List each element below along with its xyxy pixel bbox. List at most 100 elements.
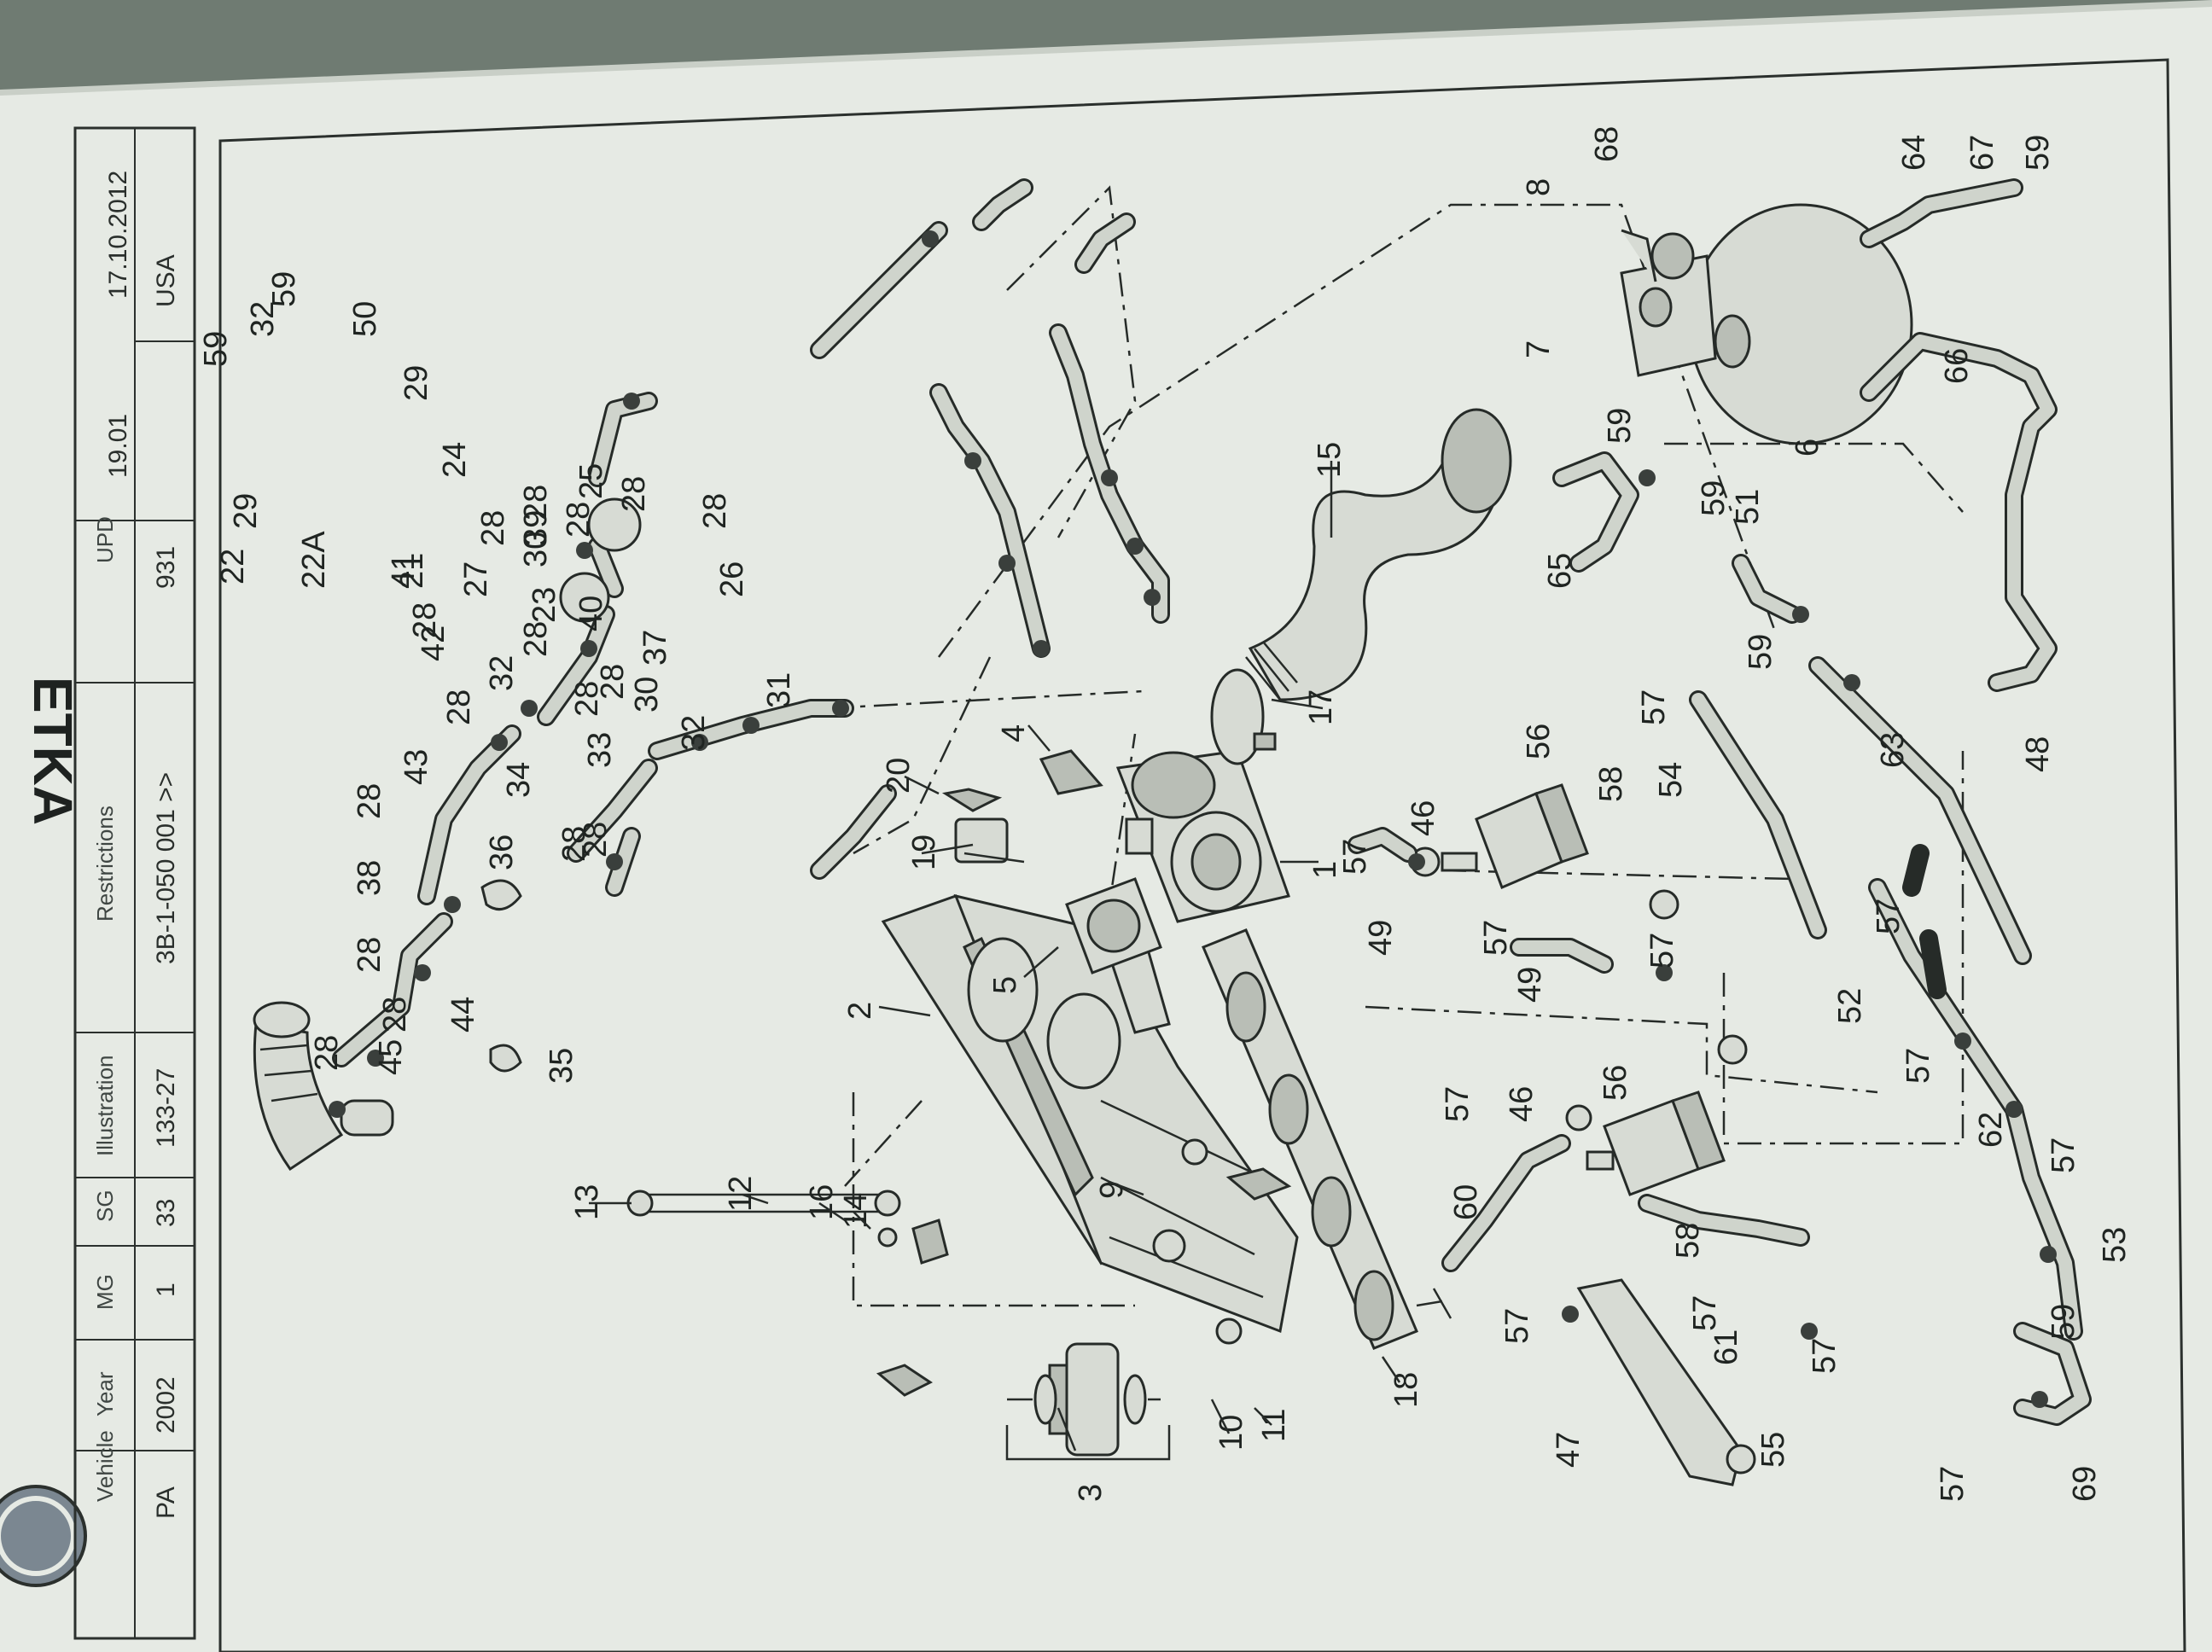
callout-28-g: 28 [561, 502, 597, 538]
callout-59-d: 59 [1602, 408, 1638, 444]
callout-28-p: 28 [697, 493, 733, 529]
callout-57-h: 57 [1440, 1086, 1476, 1122]
hdr-year-value: 2002 [152, 1376, 180, 1434]
callout-37: 37 [637, 630, 673, 666]
callout-39: 39 [518, 510, 554, 546]
callout-59-c: 59 [2020, 135, 2056, 171]
hdr-sg-label: SG [92, 1190, 118, 1222]
callout-55: 55 [1755, 1432, 1791, 1468]
callout-30-b: 30 [518, 532, 554, 567]
hdr-vehicle-label: Vehicle [92, 1430, 118, 1502]
callout-30-a: 30 [629, 677, 665, 713]
canister-part [1620, 203, 1913, 445]
callout-12: 12 [723, 1176, 759, 1212]
hdr-time-value: 19.01 [104, 414, 132, 478]
solenoid-valve-part-b [1441, 1034, 1810, 1272]
callout-47: 47 [1551, 1432, 1586, 1468]
callout-52: 52 [1832, 988, 1868, 1024]
hdr-illustration-value: 133-27 [152, 1068, 180, 1148]
callout-44: 44 [445, 997, 481, 1032]
callout-32-a: 32 [484, 655, 520, 691]
callout-57-g: 57 [2046, 1137, 2081, 1173]
callout-61: 61 [1708, 1329, 1744, 1365]
hdr-illustration-label: Illustration [92, 1056, 118, 1157]
callout-21: 21 [394, 553, 430, 589]
hdr-restrictions-value: 3B-1-050 001 >> [152, 772, 180, 964]
callout-28-j: 28 [556, 826, 592, 862]
callout-28-c: 28 [352, 937, 387, 973]
callout-41: 41 [386, 553, 422, 589]
callout-53: 53 [2097, 1227, 2133, 1263]
callout-64: 64 [1896, 135, 1932, 171]
callout-63: 63 [1875, 732, 1911, 768]
callout-22: 22 [215, 549, 251, 585]
callout-43: 43 [399, 749, 434, 785]
callout-29-a: 29 [399, 365, 434, 401]
drawing-border [218, 58, 2186, 1652]
hdr-region-value: USA [152, 254, 180, 307]
callout-15: 15 [1312, 442, 1348, 478]
callout-56-b: 56 [1598, 1065, 1633, 1101]
callout-58-b: 58 [1670, 1223, 1706, 1259]
callout-20: 20 [881, 758, 917, 794]
hdr-sg-value: 33 [152, 1199, 180, 1227]
leader-lines [589, 461, 1401, 1451]
callout-5: 5 [987, 976, 1023, 994]
callout-3: 3 [1073, 1484, 1109, 1502]
callout-28-l: 28 [595, 664, 631, 700]
callout-65: 65 [1542, 553, 1578, 589]
callout-35: 35 [544, 1048, 579, 1084]
hdr-upd-label: UPD [92, 516, 118, 563]
callout-28-a: 28 [309, 1035, 345, 1071]
callout-16: 16 [804, 1184, 840, 1220]
clamp-part [1210, 668, 1277, 765]
callout-24: 24 [437, 442, 473, 478]
callout-28-k: 28 [569, 681, 605, 717]
callout-8: 8 [1521, 178, 1557, 196]
callout-57-b: 57 [1337, 839, 1373, 875]
callout-38: 38 [352, 860, 387, 896]
exploded-drawing [253, 178, 2092, 1486]
intake-manifold-part [881, 893, 1299, 1345]
callout-2: 2 [842, 1002, 878, 1020]
callout-7: 7 [1521, 340, 1557, 358]
callout-57-l: 57 [1935, 1466, 1970, 1502]
hdr-vehicle-value: PA [152, 1486, 180, 1519]
callout-29-b: 29 [228, 493, 264, 529]
callout-28-h: 28 [475, 510, 511, 546]
hdr-date-value: 17.10.2012 [104, 171, 132, 299]
callout-28-i: 28 [407, 602, 443, 638]
hdr-year-label: Year [92, 1371, 118, 1416]
callout-54: 54 [1653, 762, 1689, 798]
callout-48: 48 [2020, 736, 2056, 772]
hdr-restrictions-label: Restrictions [92, 806, 118, 922]
callout-28-o: 28 [616, 476, 652, 512]
callout-62: 62 [1973, 1112, 2009, 1148]
callout-67: 67 [1965, 135, 2000, 171]
callout-6: 6 [1790, 439, 1825, 457]
callout-28-m: 28 [578, 822, 614, 858]
callout-32-c: 32 [245, 301, 281, 337]
callout-32-b: 32 [676, 715, 712, 751]
callout-66: 66 [1939, 348, 1975, 384]
callout-49-b: 49 [1512, 967, 1548, 1003]
callout-46-b: 46 [1504, 1086, 1540, 1122]
callout-60: 60 [1448, 1184, 1484, 1220]
callout-50: 50 [347, 301, 383, 337]
throttle-gasket-part [1065, 877, 1162, 974]
breather-elbow-part [253, 1001, 394, 1172]
callout-51: 51 [1730, 489, 1766, 525]
intake-hose-part [1245, 408, 1512, 701]
callout-28-e: 28 [441, 689, 477, 725]
callout-10: 10 [1214, 1415, 1249, 1451]
clip-part [489, 1044, 522, 1073]
callout-26: 26 [714, 561, 750, 597]
callout-31: 31 [761, 672, 797, 708]
callout-57-a: 57 [1636, 689, 1672, 725]
callout-46-a: 46 [1406, 800, 1441, 836]
callout-59-e: 59 [1696, 480, 1732, 516]
clip-part-b [480, 879, 522, 911]
throttle-body-part [1115, 749, 1290, 923]
callout-28-d: 28 [352, 783, 387, 819]
